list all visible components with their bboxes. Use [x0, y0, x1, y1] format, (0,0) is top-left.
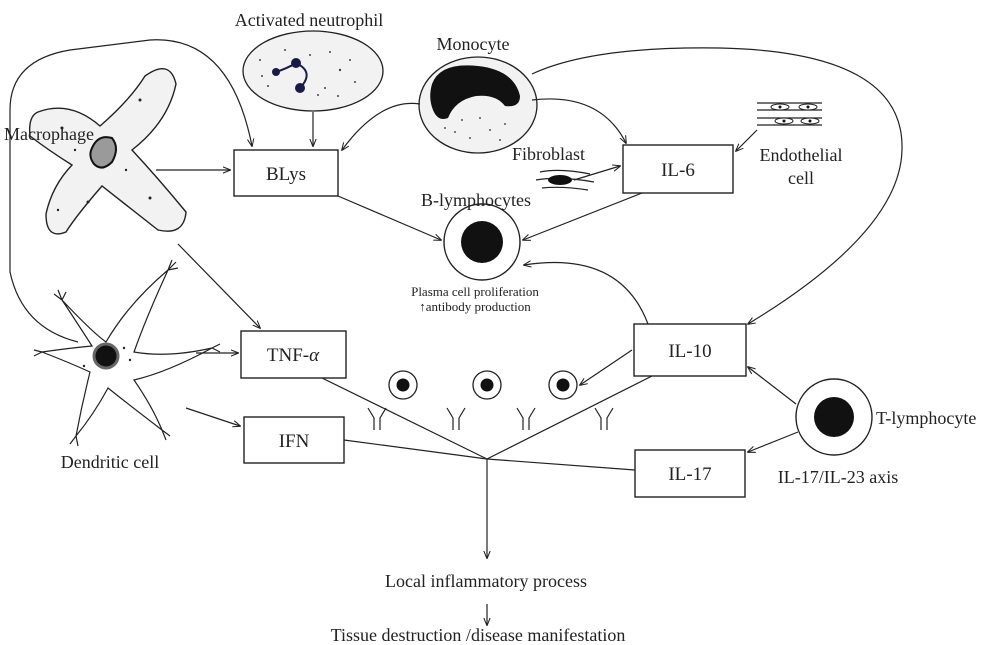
endothelial-label: Endothelial — [760, 145, 843, 165]
endothelial-icon — [757, 102, 822, 126]
arrow-tcell-to-il10 — [748, 367, 797, 405]
antibody-icon — [446, 407, 466, 430]
blys-label: BLys — [266, 164, 306, 185]
arrow-il10-to-plasma — [580, 349, 633, 385]
macrophage-label: Macrophage — [4, 124, 94, 144]
arrow-il6-to-bcell — [523, 192, 643, 240]
ifn-box: IFN — [243, 416, 345, 464]
monocyte-label: Monocyte — [437, 34, 510, 54]
arrow-monocyte-to-il6 — [531, 98, 626, 143]
neutrophil-icon — [242, 30, 384, 112]
il6-box: IL-6 — [622, 144, 734, 194]
arrow-monocyte-to-blys — [342, 102, 421, 150]
line-il17-to-convergence — [486, 458, 636, 471]
macrophage-icon — [28, 67, 187, 235]
arrow-il10-to-bcell — [524, 262, 649, 325]
il10-label: IL-10 — [668, 341, 711, 362]
line-tnf-to-convergence — [321, 377, 488, 460]
plasma-cell-icon — [388, 370, 418, 400]
line-il10-to-convergence — [486, 375, 653, 460]
plasma-cell-icon — [548, 370, 578, 400]
il17-il23-axis-label: IL-17/IL-23 axis — [778, 467, 898, 487]
t-lymphocyte-icon — [795, 378, 873, 456]
arrow-dendritic-to-ifn — [185, 407, 240, 426]
local-inflammation-label: Local inflammatory process — [385, 571, 587, 591]
arrow-macrophage-to-tnf — [177, 243, 260, 328]
fibroblast-icon — [535, 169, 595, 191]
il17-box: IL-17 — [634, 449, 746, 498]
activated-neutrophil-label: Activated neutrophil — [235, 10, 383, 30]
endothelial-label-cell: cell — [788, 168, 814, 188]
plasma-proliferation-label: Plasma cell proliferation — [411, 284, 539, 299]
dendritic-cell-icon — [33, 259, 221, 447]
il6-label: IL-6 — [661, 160, 695, 181]
antibody-icon — [516, 407, 536, 430]
b-lymphocytes-label: B-lymphocytes — [421, 190, 531, 210]
ifn-label: IFN — [279, 431, 310, 452]
antibody-icon — [594, 407, 614, 430]
b-lymphocyte-icon — [443, 203, 521, 281]
arrow-endothelial-to-il6 — [736, 129, 758, 151]
plasma-cell-icon — [472, 370, 502, 400]
tissue-destruction-label: Tissue destruction /disease manifestatio… — [331, 625, 626, 645]
blys-box: BLys — [233, 149, 339, 197]
antibody-icon — [367, 407, 387, 430]
arrow-fibroblast-to-il6 — [573, 166, 620, 181]
t-lymphocyte-label: T-lymphocyte — [876, 408, 976, 428]
arrow-blys-to-bcell — [337, 195, 441, 240]
arrow-tcell-to-il17 — [748, 431, 799, 452]
monocyte-icon — [418, 56, 538, 154]
il10-box: IL-10 — [633, 323, 747, 377]
arrow-monocyte-to-il10 — [531, 47, 903, 324]
antibody-production-label: ↑antibody production — [419, 299, 531, 314]
line-ifn-to-convergence — [343, 439, 488, 460]
tnf-label: TNF-α — [267, 345, 320, 366]
il17-label: IL-17 — [668, 464, 711, 485]
fibroblast-label: Fibroblast — [512, 144, 585, 164]
tnf-box: TNF-α — [240, 330, 347, 379]
arrow-dendritic-to-blys — [9, 39, 252, 343]
dendritic-cell-label: Dendritic cell — [61, 452, 159, 472]
